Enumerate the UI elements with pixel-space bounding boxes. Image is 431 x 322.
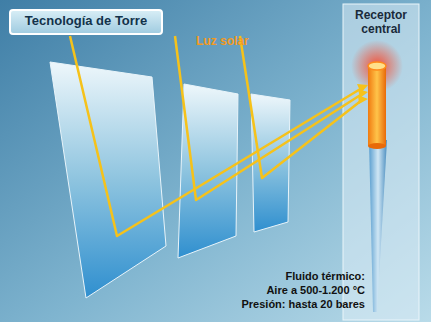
fluid-note: Fluido térmico:: [286, 270, 365, 282]
receiver-label: Receptor central: [345, 8, 417, 36]
fluid-note: Aire a 500-1.200 °C: [266, 284, 365, 296]
fluid-note: Presión: hasta 20 bares: [241, 298, 365, 310]
light-label: Luz solar: [196, 34, 249, 48]
title-text: Tecnología de Torre: [12, 13, 160, 28]
